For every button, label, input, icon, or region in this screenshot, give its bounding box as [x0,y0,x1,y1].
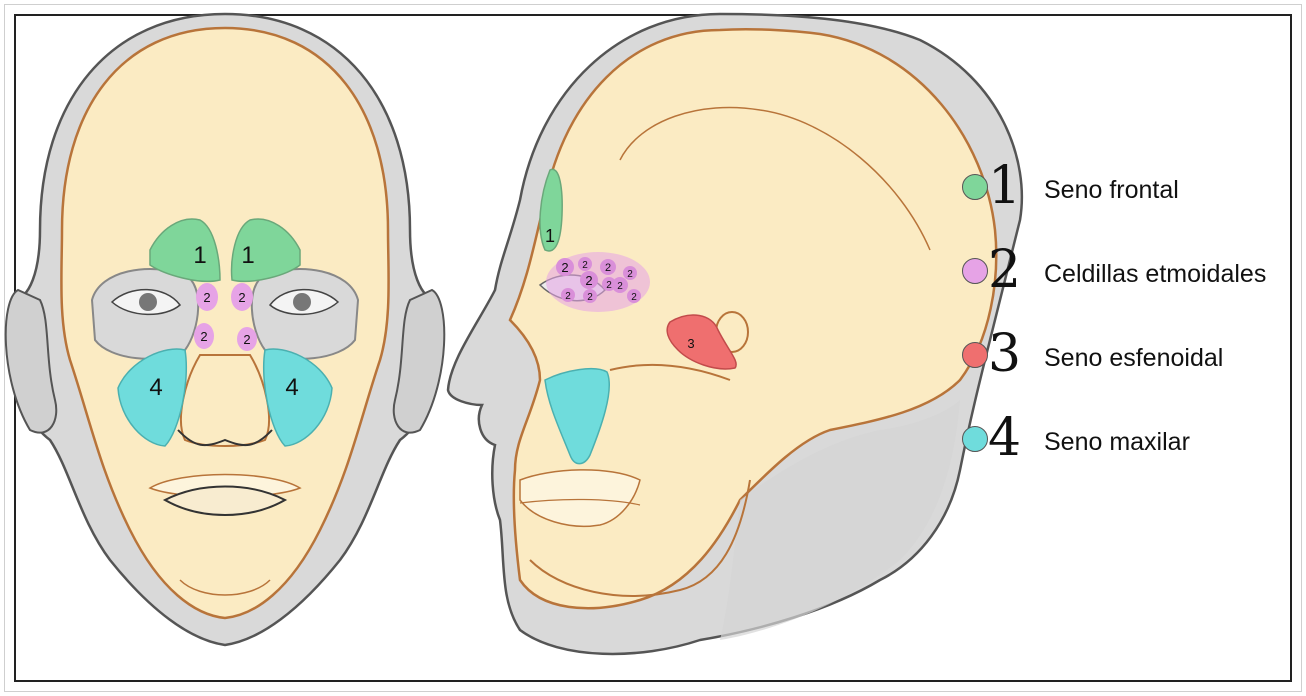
front-frontal-label-left: 1 [193,242,206,269]
front-ethmoid-label-2: 2 [238,290,245,305]
legend-item-frontal: 1 Seno frontal [958,160,1298,220]
side-ethmoid-label-9: 2 [617,281,623,292]
nasal-cavity [181,355,269,446]
legend-number-ethmoid: 2 [988,240,1021,300]
side-ethmoid-label-1: 2 [561,260,568,275]
front-ethmoid-label-1: 2 [203,290,210,305]
side-ethmoid-label-10: 2 [631,292,637,303]
legend-dot-sphenoid [962,342,988,368]
side-head: 1 2 2 2 2 2 2 2 2 2 2 3 [448,14,1022,654]
legend-number-frontal: 1 [988,156,1021,216]
legend-label-frontal: Seno frontal [1044,175,1179,205]
front-head: 1 1 2 2 2 2 4 4 [6,14,445,645]
front-ethmoid-label-3: 2 [200,329,207,344]
side-ethmoid-label-8: 2 [606,280,612,291]
legend-number-sphenoid: 3 [988,324,1021,384]
legend-item-sphenoid: 3 Seno esfenoidal [958,328,1298,388]
legend-dot-ethmoid [962,258,988,284]
side-ethmoid-label-5: 2 [585,273,592,288]
legend-label-ethmoid: Celdillas etmoidales [1044,259,1266,289]
legend: 1 Seno frontal 2 Celdillas etmoidales 3 … [958,160,1298,490]
side-ethmoid-label-7: 2 [587,292,593,303]
legend-number-maxillary: 4 [988,408,1021,468]
right-iris [293,293,311,311]
front-maxillary-label-right: 4 [285,374,298,401]
side-ethmoid-label-6: 2 [565,291,571,302]
legend-item-ethmoid: 2 Celdillas etmoidales [958,244,1298,304]
legend-label-maxillary: Seno maxilar [1044,427,1190,457]
front-ethmoid-label-4: 2 [243,332,250,347]
side-sphenoid-label: 3 [687,336,694,351]
side-ethmoid-label-3: 2 [605,262,611,274]
legend-dot-maxillary [962,426,988,452]
legend-dot-frontal [962,174,988,200]
front-frontal-label-right: 1 [241,242,254,269]
side-ethmoid-label-2: 2 [582,260,588,271]
front-maxillary-label-left: 4 [149,374,162,401]
left-iris [139,293,157,311]
legend-item-maxillary: 4 Seno maxilar [958,412,1298,472]
side-ethmoid-label-4: 2 [627,269,633,280]
legend-label-sphenoid: Seno esfenoidal [1044,343,1223,373]
side-frontal-label: 1 [545,226,555,246]
